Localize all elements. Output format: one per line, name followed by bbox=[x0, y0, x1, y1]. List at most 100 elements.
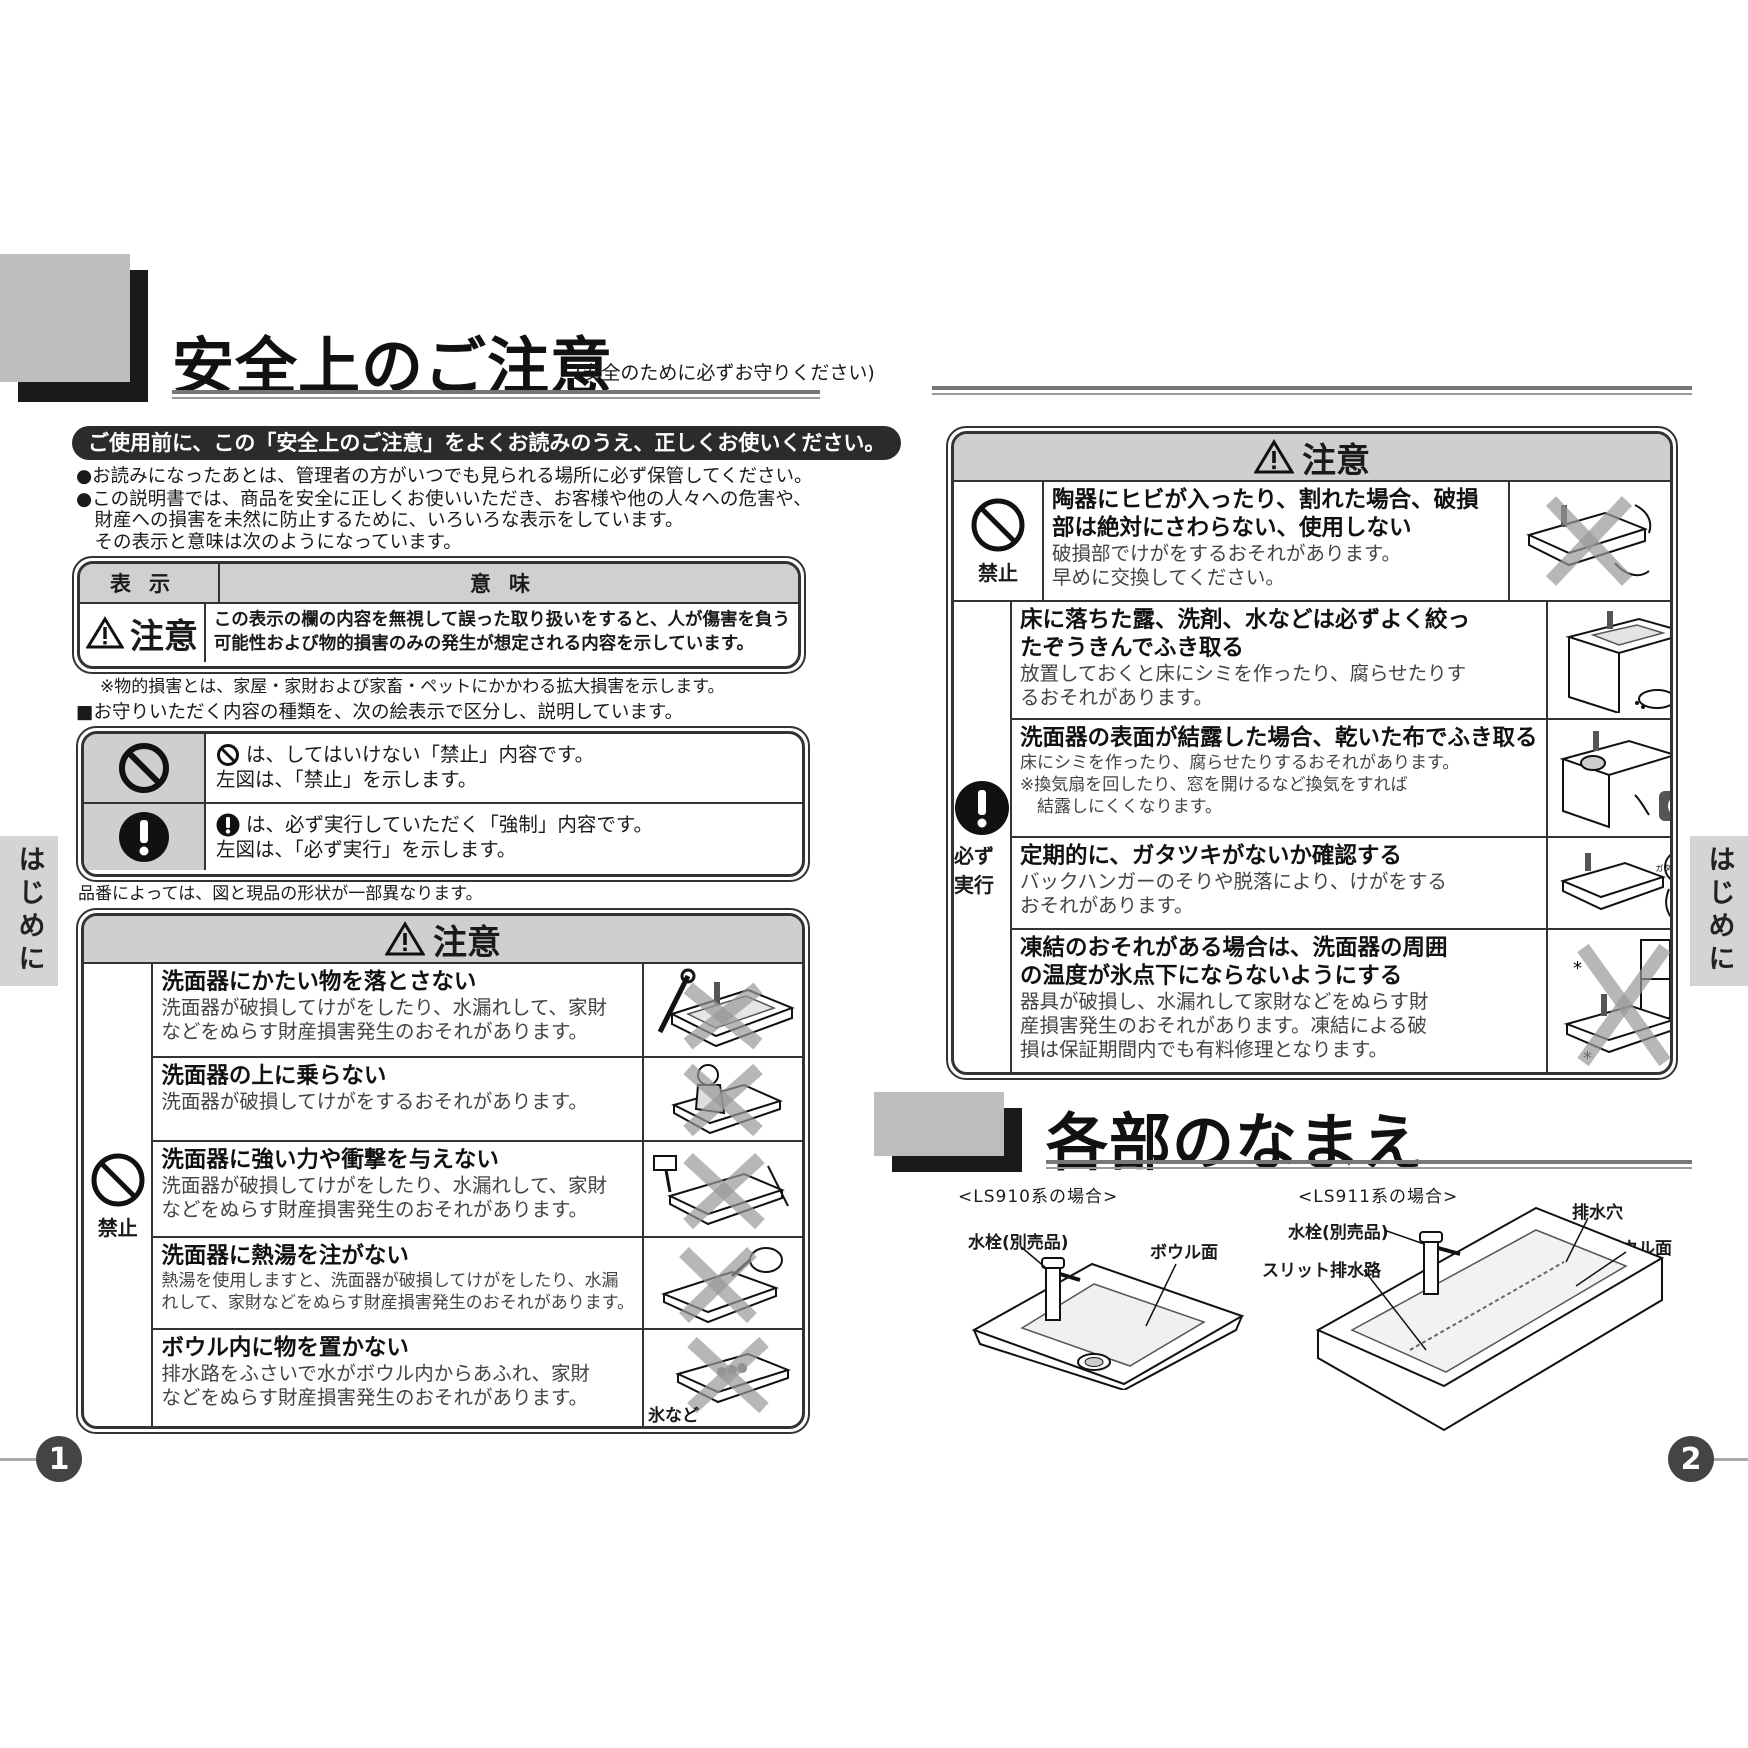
caution-row-desc: 早めに交換してください。 bbox=[1052, 566, 1285, 589]
caution-row: 洗面器にかたい物を落とさない 洗面器が破損してけがをしたり、水漏れして、家財 な… bbox=[153, 964, 802, 1058]
caution-row-heading: 洗面器の上に乗らない bbox=[161, 1063, 387, 1089]
illustration-ice-in-bowl: 氷など bbox=[644, 1330, 802, 1426]
illustration-child-on-sink bbox=[644, 1058, 802, 1140]
ls910-diagram bbox=[971, 1245, 1245, 1390]
illustration-wiping-floor bbox=[1548, 602, 1670, 718]
page-number: 1 bbox=[36, 1436, 82, 1482]
caution-row-desc: 排水路をふさいで水がボウル内からあふれ、家財 bbox=[161, 1362, 591, 1385]
legend-caution-desc-1: この表示の欄の内容を無視して誤った取り扱いをすると、人が傷害を負う bbox=[213, 610, 790, 630]
caution-row-desc: ※換気扇を回したり、窓を開けるなど換気をすれば bbox=[1020, 775, 1408, 795]
caution-row-desc: 結露しにくくなります。 bbox=[1020, 797, 1222, 817]
note-shape: 品番によっては、図と現品の形状が一部異なります。 bbox=[78, 884, 483, 904]
caution-row-desc: などをぬらす財産損害発生のおそれがあります。 bbox=[161, 1198, 589, 1221]
illustration-wiping-condensation bbox=[1548, 720, 1670, 836]
caution-row-desc: 洗面器が破損してけがをしたり、水漏れして、家財 bbox=[161, 1174, 607, 1197]
note-types: ■お守りいただく内容の種類を、次の絵表示で区分し、説明しています。 bbox=[76, 702, 684, 723]
warning-triangle-icon bbox=[1254, 439, 1294, 474]
ls911-faucet-label: 水栓(別売品) bbox=[1288, 1223, 1389, 1243]
caution-header: 注意 bbox=[954, 434, 1670, 482]
caution-row-desc: バックハンガーのそりや脱落により、けがをする bbox=[1020, 870, 1447, 893]
caution-row-desc: るおそれがあります。 bbox=[1020, 686, 1214, 709]
caution-row: 陶器にヒビが入ったり、割れた場合、破損 部は絶対にさわらない、使用しない 破損部… bbox=[1044, 482, 1670, 600]
caution-row-heading: 洗面器に熱湯を注がない bbox=[161, 1243, 409, 1269]
symbol-mandatory-line1: は、必ず実行していただく「強制」内容です。 bbox=[246, 813, 653, 836]
caution-row-heading: 陶器にヒビが入ったり、割れた場合、破損 bbox=[1052, 487, 1479, 513]
side-tab-label: はじめに bbox=[13, 845, 45, 977]
caution-icon-label: 必ず実行 bbox=[954, 844, 994, 897]
symbol-row-mandatory: は、必ず実行していただく「強制」内容です。 左図は、「必ず実行」を示します。 bbox=[84, 802, 802, 870]
caution-row: 洗面器に熱湯を注がない 熱湯を使用しますと、洗面器が破損してけがをしたり、水漏 … bbox=[153, 1238, 802, 1330]
side-tab-right: はじめに bbox=[1690, 836, 1748, 986]
symbol-row-prohibit: は、してはいけない「禁止」内容です。 左図は、「禁止」を示します。 bbox=[84, 734, 802, 802]
caution-row-heading: 凍結のおそれがある場合は、洗面器の周囲 bbox=[1020, 935, 1448, 961]
ls910-caption: <LS910系の場合> bbox=[958, 1187, 1119, 1207]
svg-text:*: * bbox=[1573, 958, 1582, 979]
ice-label: 氷など bbox=[648, 1406, 699, 1426]
illustration-hammer-sink bbox=[644, 1142, 802, 1236]
caution-row-desc: 洗面器が破損してけがをするおそれがあります。 bbox=[161, 1090, 588, 1113]
caution-table-right: 注意 禁止 陶器にヒビが入ったり、割れた場合、破損 部は絶対にさわらない、使用し… bbox=[946, 426, 1678, 1080]
prohibit-icon bbox=[971, 498, 1025, 551]
page-line-left bbox=[0, 1458, 60, 1461]
caution-icon-cell-prohibit: 禁止 bbox=[954, 482, 1044, 600]
intro-line-3: 財産への損害を未然に防止するために、いろいろな表示をしています。 bbox=[76, 510, 684, 531]
legend-col-meaning: 意味 bbox=[470, 572, 548, 596]
illustration-cracked-sink bbox=[1510, 482, 1670, 600]
ls911-caption: <LS911系の場合> bbox=[1298, 1187, 1459, 1207]
caution-header: 注意 bbox=[84, 916, 802, 964]
symbol-mandatory-line2: 左図は、「必ず実行」を示します。 bbox=[216, 838, 517, 861]
caution-row-desc: 産損害発生のおそれがあります。凍結による破 bbox=[1020, 1014, 1427, 1037]
caution-row-desc: 洗面器が破損してけがをしたり、水漏れして、家財 bbox=[161, 996, 607, 1019]
caution-row: 洗面器の表面が結露した場合、乾いた布でふき取る 床にシミを作ったり、腐らせたりす… bbox=[1012, 720, 1670, 838]
symbol-prohibit-line2: 左図は、「禁止」を示します。 bbox=[216, 768, 478, 791]
caution-row-heading: たぞうきんでふき取る bbox=[1020, 635, 1244, 661]
caution-row-heading: 洗面器にかたい物を落とさない bbox=[161, 969, 477, 995]
caution-row-heading: 定期的に、ガタツキがないか確認する bbox=[1020, 843, 1402, 869]
illustration-kettle-sink bbox=[644, 1238, 802, 1328]
intro-line-2: ●この説明書では、商品を安全に正しくお使いいただき、お客様や他の人々への危害や、 bbox=[76, 489, 812, 510]
caution-row-heading: 部は絶対にさわらない、使用しない bbox=[1052, 515, 1412, 541]
warning-triangle-icon bbox=[385, 921, 425, 956]
ls911-slit-label: スリット排水路 bbox=[1262, 1261, 1381, 1281]
symbol-prohibit-line1: は、してはいけない「禁止」内容です。 bbox=[246, 743, 595, 766]
caution-header-label: 注意 bbox=[1302, 440, 1370, 481]
parts-title: 各部のなまえ bbox=[1046, 1106, 1425, 1179]
legend-table: 表示 意味 注意 この表示の欄の内容を無視して誤った取り扱いをすると、人が傷害を… bbox=[72, 556, 806, 674]
caution-row-desc: などをぬらす財産損害発生のおそれがあります。 bbox=[161, 1020, 589, 1043]
ls911-diagram bbox=[1315, 1206, 1665, 1432]
intro-line-1: ●お読みになったあとは、管理者の方がいつでも見られる場所に必ず保管してください。 bbox=[76, 466, 813, 487]
caution-row-desc: などをぬらす財産損害発生のおそれがあります。 bbox=[161, 1386, 589, 1409]
caution-row-heading: 床に落ちた露、洗剤、水などは必ずよく絞っ bbox=[1020, 607, 1471, 633]
parts-rule bbox=[1046, 1160, 1692, 1169]
illustration-check-wobble: ガタツキなし! bbox=[1548, 838, 1670, 928]
legend-caution-cell: 注意 bbox=[80, 604, 206, 662]
prohibit-icon bbox=[91, 1153, 145, 1206]
caution-row-heading: 洗面器に強い力や衝撃を与えない bbox=[161, 1147, 499, 1173]
symbols-table: は、してはいけない「禁止」内容です。 左図は、「禁止」を示します。 は、必ず実行… bbox=[76, 726, 810, 882]
caution-row: 凍結のおそれがある場合は、洗面器の周囲 の温度が氷点下にならないようにする 器具… bbox=[1012, 930, 1670, 1072]
left-header-block-gray bbox=[0, 254, 130, 382]
legend-caution-label: 注意 bbox=[129, 616, 198, 657]
title-rule bbox=[172, 390, 820, 399]
caution-row: 定期的に、ガタツキがないか確認する バックハンガーのそりや脱落により、けがをする… bbox=[1012, 838, 1670, 930]
warning-triangle-icon bbox=[85, 616, 124, 649]
caution-row: 床に落ちた露、洗剤、水などは必ずよく絞っ たぞうきんでふき取る 放置しておくと床… bbox=[1012, 602, 1670, 720]
parts-header-block-gray bbox=[874, 1092, 1004, 1156]
caution-row-heading: の温度が氷点下にならないようにする bbox=[1020, 963, 1403, 989]
legend-caution-desc-2: 可能性および物的損害のみの発生が想定される内容を示しています。 bbox=[213, 634, 754, 654]
caution-row: 洗面器の上に乗らない 洗面器が破損してけがをするおそれがあります。 bbox=[153, 1058, 802, 1142]
caution-row-desc: れして、家財などをぬらす財産損害発生のおそれがあります。 bbox=[161, 1293, 634, 1313]
page-line-right bbox=[1690, 1458, 1748, 1461]
side-tab-label: はじめに bbox=[1703, 845, 1735, 977]
caution-row-desc: 放置しておくと床にシミを作ったり、腐らせたりす bbox=[1020, 662, 1467, 685]
illustration-wrench-sink bbox=[644, 964, 802, 1056]
page-number: 2 bbox=[1668, 1436, 1714, 1482]
caution-icon-label: 禁止 bbox=[97, 1215, 138, 1240]
caution-row-heading: ボウル内に物を置かない bbox=[161, 1335, 409, 1361]
caution-row-heading: 洗面器の表面が結露した場合、乾いた布でふき取る bbox=[1020, 725, 1538, 751]
prohibit-icon-small bbox=[217, 743, 239, 766]
caution-row-desc: おそれがあります。 bbox=[1020, 894, 1194, 917]
caution-row-desc: 破損部でけがをするおそれがあります。 bbox=[1052, 542, 1402, 565]
legend-col-display: 表示 bbox=[80, 564, 220, 602]
side-tab-left: はじめに bbox=[0, 836, 58, 986]
